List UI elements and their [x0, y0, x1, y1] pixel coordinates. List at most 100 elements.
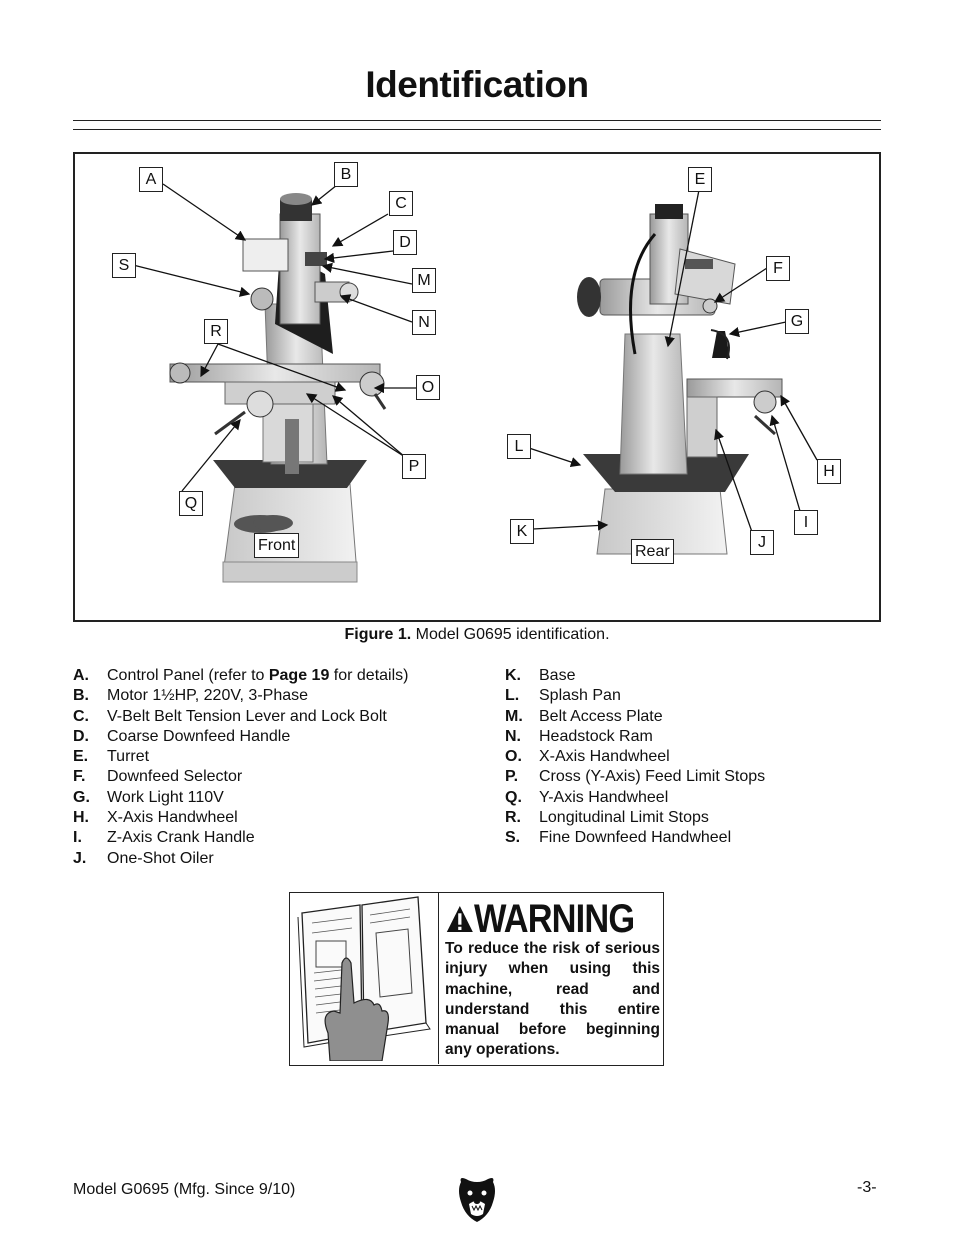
warning-triangle-icon — [446, 905, 473, 933]
legend-item: F. Downfeed Selector — [73, 767, 408, 787]
legend-item: P. Cross (Y-Axis) Feed Limit Stops — [505, 767, 765, 787]
legend-letter: H. — [73, 809, 89, 827]
legend-item: D. Coarse Downfeed Handle — [73, 727, 408, 747]
legend-text: Y-Axis Handwheel — [539, 788, 669, 806]
header-rule-top — [73, 120, 881, 121]
legend-text: X-Axis Handwheel — [539, 748, 670, 766]
legend-item: M. Belt Access Plate — [505, 707, 765, 727]
legend-item: G. Work Light 110V — [73, 788, 408, 808]
header-rule-bottom — [73, 129, 881, 130]
legend-text: Base — [539, 667, 576, 684]
legend-letter: G. — [73, 788, 90, 806]
legend-text: One-Shot Oiler — [107, 849, 214, 867]
legend-text: Fine Downfeed Handwheel — [539, 829, 732, 847]
callout-j: J — [750, 530, 774, 555]
legend-letter: L. — [505, 687, 520, 705]
warning-message: To reduce the risk of serious injury whe… — [445, 940, 660, 1059]
legend-text: Longitudinal Limit Stops — [539, 809, 709, 827]
legend-letter: O. — [505, 748, 522, 766]
legend-letter: C. — [73, 707, 89, 725]
callout-s: S — [112, 253, 136, 278]
legend-item: E. Turret — [73, 747, 408, 767]
callout-a: A — [139, 167, 163, 192]
callout-k: K — [510, 519, 534, 544]
legend-letter: J. — [73, 849, 87, 867]
legend-text: Motor 1½HP, 220V, 3-Phase — [107, 687, 309, 705]
warning-box: WARNING To reduce the risk of serious in… — [289, 892, 664, 1066]
grizzly-bear-logo-icon — [459, 1178, 495, 1222]
legend-text: Z-Axis Crank Handle — [107, 829, 255, 847]
legend-letter: I. — [73, 829, 82, 847]
legend-text: V-Belt Belt Tension Lever and Lock Bolt — [107, 707, 387, 725]
legend-text: Splash Pan — [539, 687, 621, 705]
figure-caption-label: Figure 1. — [344, 626, 412, 643]
legend-letter: K. — [505, 667, 521, 684]
machine-illustration — [132, 183, 818, 583]
front-machine-drawing — [169, 193, 387, 583]
legend-item: K. Base — [505, 666, 765, 686]
view-label-front: Front — [254, 533, 300, 558]
legend-text: Headstock Ram — [539, 727, 653, 745]
rear-machine-drawing — [577, 204, 783, 555]
legend-right: K.Base L.Splash Pan M.Belt Access Plate … — [505, 666, 765, 849]
legend-letter: A. — [73, 667, 89, 684]
figure-caption: Figure 1. Model G0695 identification. — [0, 626, 954, 644]
legend-letter: S. — [505, 829, 521, 847]
legend-letter: D. — [73, 727, 89, 745]
legend-item: H. X-Axis Handwheel — [73, 808, 408, 828]
legend-item: C. V-Belt Belt Tension Lever and Lock Bol… — [73, 707, 408, 727]
callout-e: E — [688, 167, 712, 192]
callout-o: O — [416, 375, 440, 400]
callout-p: P — [402, 454, 426, 479]
legend-text: Belt Access Plate — [539, 707, 663, 725]
legend-item: S. Fine Downfeed Handwheel — [505, 828, 765, 848]
callout-m: M — [412, 268, 436, 293]
read-manual-illustration — [290, 893, 439, 1064]
callout-b: B — [334, 162, 358, 187]
legend-letter: P. — [505, 768, 519, 786]
callout-q: Q — [179, 491, 203, 516]
callout-f: F — [766, 256, 790, 281]
legend-letter: Q. — [505, 788, 522, 806]
legend-text: Work Light 110V — [107, 788, 224, 806]
legend-letter: F. — [73, 768, 86, 786]
legend-item: A. Control Panel (refer to Page 19 for d… — [73, 666, 408, 686]
legend-item: I. Z-Axis Crank Handle — [73, 828, 408, 848]
legend-letter: M. — [505, 707, 523, 725]
legend-item: L. Splash Pan — [505, 686, 765, 706]
callout-d: D — [393, 230, 417, 255]
callout-r: R — [204, 319, 228, 344]
legend-letter: E. — [73, 748, 89, 766]
warning-title: WARNING — [473, 897, 635, 941]
legend-letter: B. — [73, 687, 89, 705]
legend-left: A. Control Panel (refer to Page 19 for d… — [73, 666, 408, 869]
legend-item: J. One-Shot Oiler — [73, 849, 408, 869]
legend-item: N. Headstock Ram — [505, 727, 765, 747]
callout-l: L — [507, 434, 531, 459]
callout-h: H — [817, 459, 841, 484]
legend-text: Cross (Y-Axis) Feed Limit Stops — [539, 768, 766, 786]
legend-text: Coarse Downfeed Handle — [107, 727, 291, 745]
figure-caption-text: Model G0695 identification. — [411, 626, 610, 643]
callout-c: C — [389, 191, 413, 216]
legend-item: O. X-Axis Handwheel — [505, 747, 765, 767]
legend-letter: R. — [505, 809, 521, 827]
footer-model: Model G0695 (Mfg. Since 9/10) — [73, 1181, 296, 1198]
view-label-rear: Rear — [631, 539, 674, 564]
rear-leader-lines — [528, 189, 818, 533]
legend-item: B. Motor 1½HP, 220V, 3-Phase — [73, 686, 408, 706]
legend-item: R. Longitudinal Limit Stops — [505, 808, 765, 828]
callout-n: N — [412, 310, 436, 335]
legend-text: X-Axis Handwheel — [107, 809, 238, 827]
page-title: Identification — [365, 64, 589, 105]
page-number: -3- — [857, 1179, 877, 1196]
warning-heading: WARNING — [446, 899, 660, 939]
legend-text: Downfeed Selector — [107, 768, 243, 786]
front-leader-lines — [132, 183, 417, 492]
legend-text: Control Panel (refer to Page 19 for deta… — [107, 667, 409, 684]
legend-text: Turret — [107, 748, 150, 766]
legend-item: Q. Y-Axis Handwheel — [505, 788, 765, 808]
callout-i: I — [794, 510, 818, 535]
legend-letter: N. — [505, 727, 521, 745]
identification-figure: A B C D S M N R O P Q E F G L H K I J Fr… — [73, 152, 881, 622]
